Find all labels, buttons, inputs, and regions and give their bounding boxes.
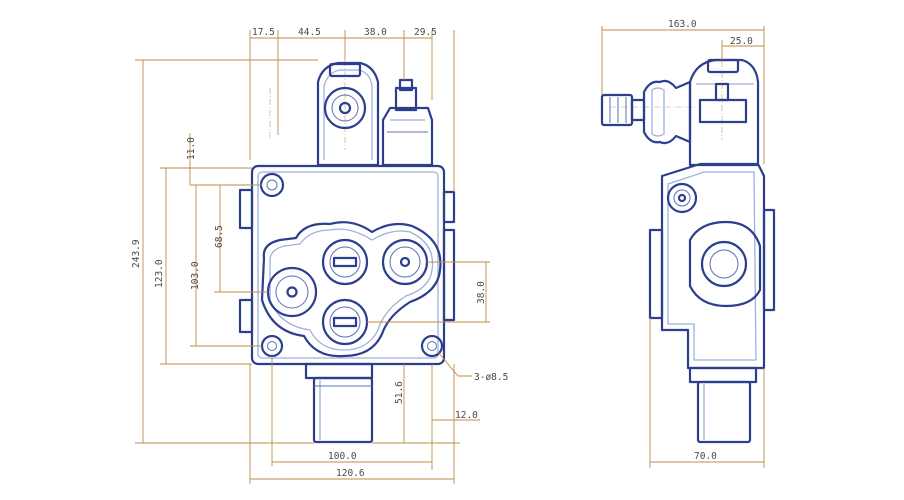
dim-top-38-0: 38.0 xyxy=(364,27,387,38)
port-inlet xyxy=(266,266,318,318)
dim-right-38-0: 38.0 xyxy=(476,281,487,304)
side-main-port-boss xyxy=(688,220,762,308)
front-detent-cap xyxy=(381,106,434,167)
side-rubber-boot xyxy=(642,79,692,145)
side-pilot-port xyxy=(666,182,698,214)
side-view xyxy=(600,50,776,444)
front-lever-housing xyxy=(316,61,380,167)
dim-left-123-0: 123.0 xyxy=(154,259,165,288)
dim-side-top-25-0: 25.0 xyxy=(730,36,753,47)
side-spool-cap xyxy=(696,380,752,444)
side-lever-housing xyxy=(688,58,760,167)
dim-bottom-100-0: 100.0 xyxy=(328,451,357,462)
side-dimensions: 163.0 25.0 70.0 xyxy=(601,19,765,468)
mount-hole-bottom-right xyxy=(420,334,444,358)
port-a xyxy=(321,238,369,286)
dim-hole-callout: 3-ø8.5 xyxy=(474,372,508,383)
dim-top-29-5: 29.5 xyxy=(414,27,437,38)
dim-right-51-6: 51.6 xyxy=(394,381,405,404)
side-handle-knob xyxy=(600,93,634,127)
dim-top-17-5: 17.5 xyxy=(252,27,275,38)
dim-right-12-0: 12.0 xyxy=(455,410,478,421)
mount-hole-top-left xyxy=(259,172,285,198)
dim-top-44-5: 44.5 xyxy=(298,27,321,38)
dim-left-103-0: 103.0 xyxy=(190,261,201,290)
front-spool-cap xyxy=(312,376,374,444)
front-dimensions: 17.5 44.5 38.0 29.5 243.9 123.0 11.0 103… xyxy=(131,27,508,484)
dim-side-bottom-70-0: 70.0 xyxy=(694,451,717,462)
dim-bottom-120-6: 120.6 xyxy=(336,468,365,479)
front-port-face xyxy=(260,221,442,358)
dim-left-11-0: 11.0 xyxy=(186,137,197,160)
side-main-body xyxy=(660,162,766,370)
dim-side-top-163-0: 163.0 xyxy=(668,19,697,30)
lever-pivot xyxy=(323,86,367,130)
dim-left-68-5: 68.5 xyxy=(214,225,225,248)
front-view xyxy=(238,60,456,444)
mount-hole-bottom-left xyxy=(260,334,284,358)
dim-left-243-9: 243.9 xyxy=(131,239,142,268)
